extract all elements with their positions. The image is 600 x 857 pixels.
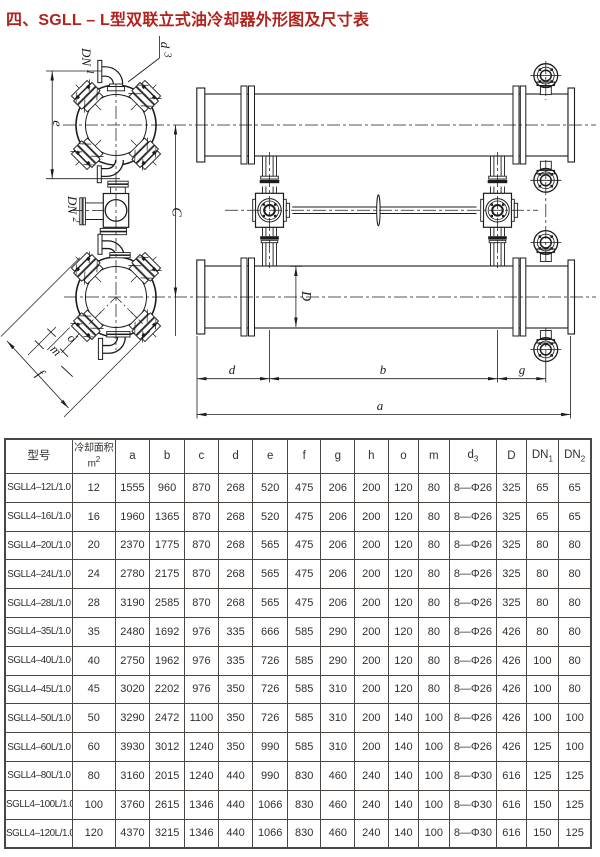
svg-text:a: a — [377, 398, 384, 413]
svg-text:o: o — [65, 330, 81, 346]
svg-text:g: g — [519, 362, 526, 377]
svg-text:3: 3 — [162, 52, 173, 58]
svg-text:e: e — [49, 120, 64, 126]
svg-text:1: 1 — [84, 70, 95, 75]
svg-text:C: C — [169, 207, 184, 217]
svg-text:DN: DN — [79, 47, 94, 67]
svg-text:f: f — [33, 367, 48, 382]
svg-text:d: d — [158, 42, 173, 49]
svg-text:D: D — [298, 290, 313, 301]
svg-text:d: d — [229, 362, 236, 377]
svg-text:b: b — [380, 362, 387, 377]
svg-text:DN: DN — [65, 195, 80, 215]
svg-text:m: m — [48, 342, 65, 359]
svg-text:2: 2 — [70, 218, 81, 223]
